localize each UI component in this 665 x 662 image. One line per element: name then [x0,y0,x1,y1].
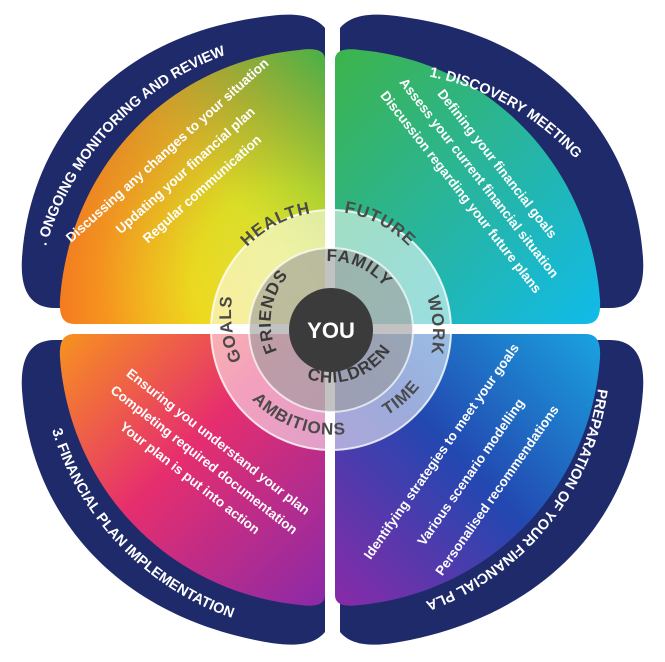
center-label: YOU [307,318,355,343]
ring-work: WORK [423,293,448,356]
center-circle [289,288,373,372]
